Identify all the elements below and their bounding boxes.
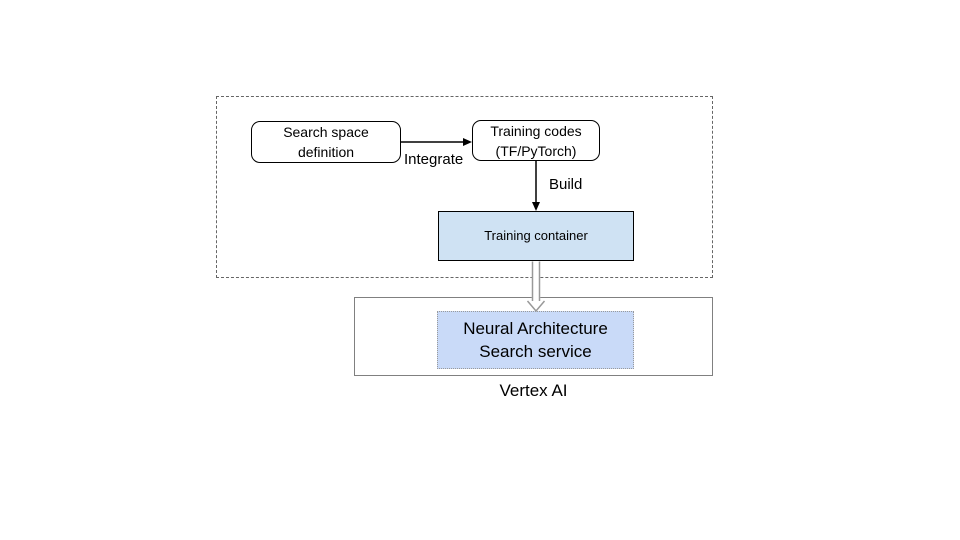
training-container-label: Training container: [484, 228, 588, 243]
nas-service-box: Neural Architecture Search service: [437, 311, 634, 369]
nas-service-label: Neural Architecture Search service: [463, 319, 608, 361]
training-codes-box: Training codes (TF/PyTorch): [472, 120, 600, 161]
search-space-definition-label: Search space definition: [283, 124, 369, 160]
training-codes-label: Training codes (TF/PyTorch): [490, 122, 582, 159]
build-edge-label: Build: [549, 176, 583, 193]
training-container-box: Training container: [438, 211, 634, 261]
workflow-dashed-region: [216, 96, 713, 278]
vertex-ai-label: Vertex AI: [499, 381, 568, 400]
search-space-definition-box: Search space definition: [251, 121, 401, 163]
integrate-edge-label: Integrate: [404, 151, 464, 168]
